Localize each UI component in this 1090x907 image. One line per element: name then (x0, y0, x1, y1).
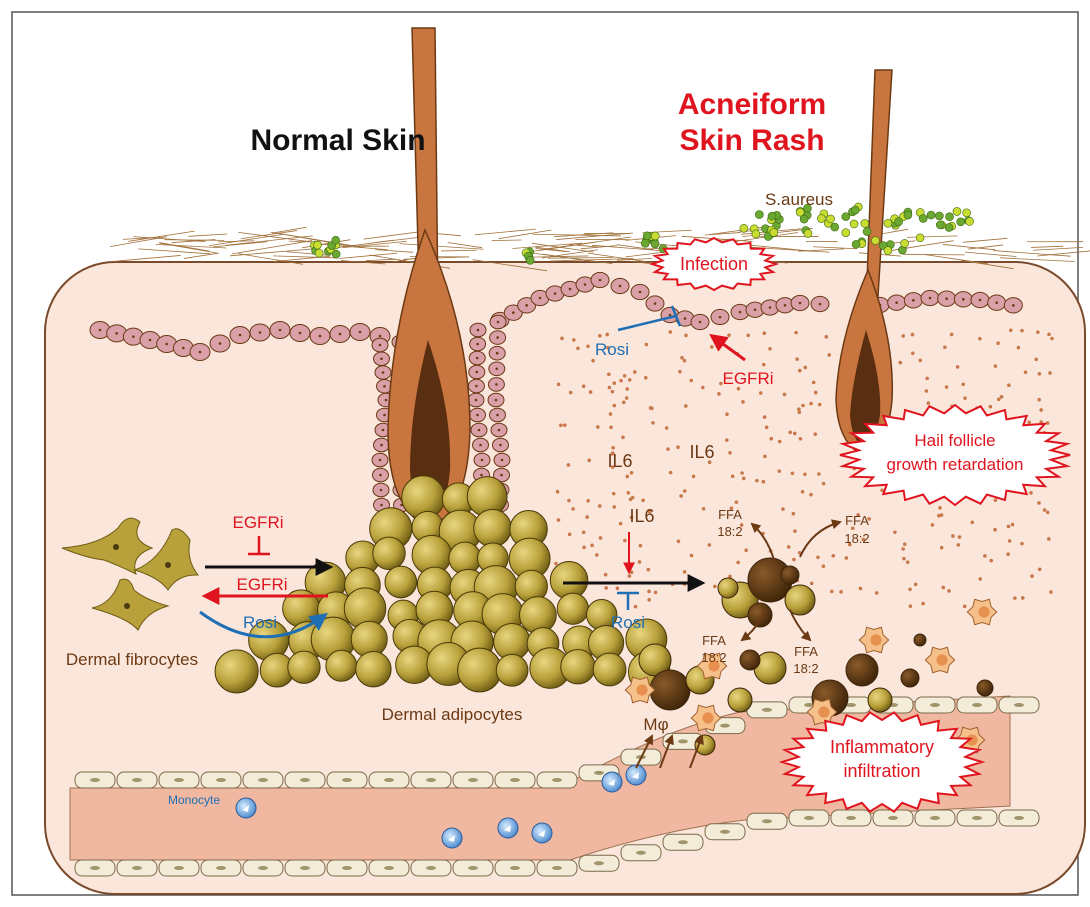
inflammatory-line1: Inflammatory (830, 737, 934, 757)
s-aureus-label: S.aureus (765, 190, 833, 209)
hair-retard-line1: Hail follicle (914, 431, 995, 450)
ffa-label-c-sub: 18:2 (701, 650, 726, 665)
ffa-label-a: FFA (718, 507, 742, 522)
ffa-label-c: FFA (702, 633, 726, 648)
dermal-adipocytes-label: Dermal adipocytes (382, 705, 523, 724)
hair-retard-line2: growth retardation (886, 455, 1023, 474)
il6-label-c: IL6 (629, 506, 654, 526)
macrophage-label: Mφ (643, 715, 668, 734)
il6-label-b: IL6 (689, 442, 714, 462)
infection-label: Infection (680, 254, 748, 274)
rosi-top-label: Rosi (595, 340, 629, 359)
ffa-label-b-sub: 18:2 (844, 531, 869, 546)
ffa-label-b: FFA (845, 513, 869, 528)
rosi-left-label: Rosi (243, 613, 277, 632)
inflammatory-line2: infiltration (843, 761, 920, 781)
egfri-inhibit-label: EGFRi (233, 513, 284, 532)
ffa-label-a-sub: 18:2 (717, 524, 742, 539)
monocyte-label: Monocyte (168, 793, 220, 807)
title-normal-skin: Normal Skin (250, 124, 425, 157)
ffa-label-d: FFA (794, 644, 818, 659)
egfri-arrow-label: EGFRi (237, 575, 288, 594)
egfri-top-label: EGFRi (723, 369, 774, 388)
title-acneiform-line1: Acneiform (678, 88, 826, 121)
dermal-fibrocytes-label: Dermal fibrocytes (66, 650, 198, 669)
il6-label-a: IL6 (607, 451, 632, 471)
ffa-label-d-sub: 18:2 (793, 661, 818, 676)
title-acneiform-line2: Skin Rash (679, 124, 824, 157)
rosi-mid-label: Rosi (611, 613, 645, 632)
